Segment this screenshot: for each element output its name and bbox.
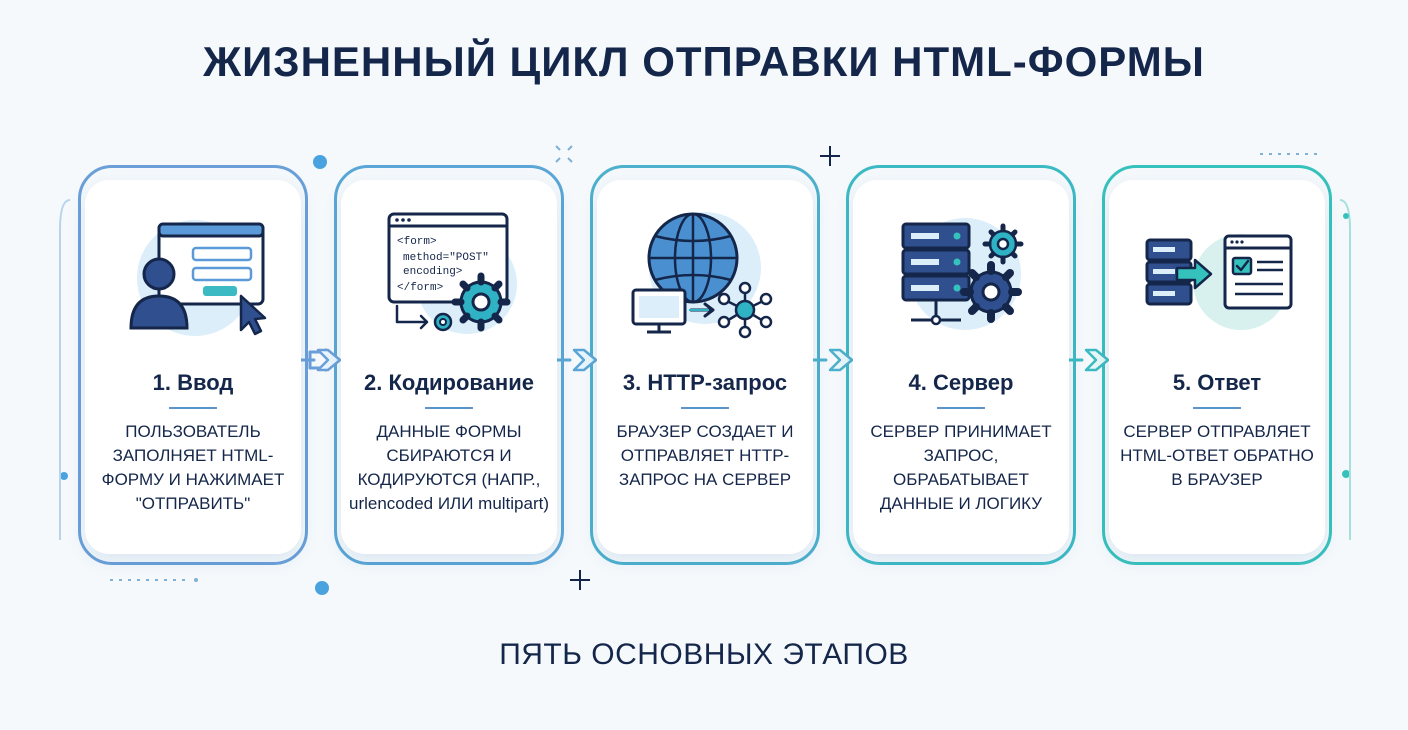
stage-title-5: 5. Ответ <box>1172 370 1262 395</box>
code-line-1: <form> <box>397 236 437 248</box>
stage-card-3: 3. HTTP-запрос БРАУЗЕР СОЗДАЕТ И ОТПРАВЛ… <box>597 180 813 554</box>
code-line-4: </form> <box>397 282 443 294</box>
stage-title-3: 3. HTTP-запрос <box>622 370 788 395</box>
code-gear-icon: <form> method="POST" encoding> </form> <box>387 212 517 334</box>
stage-description-1: ПОЛЬЗОВАТЕЛЬ ЗАПОЛНЯЕТ HTML-ФОРМУ И НАЖИ… <box>101 422 285 513</box>
stage-description-3: БРАУЗЕР СОЗДАЕТ И ОТПРАВЛЯЕТ HTTP-ЗАПРОС… <box>616 422 794 489</box>
user-form-cursor-icon <box>129 220 267 336</box>
arrow-3-4-icon <box>810 348 854 372</box>
stage-description-2: ДАННЫЕ ФОРМЫ СБИРАЮТСЯ И КОДИРУЮТСЯ (НАП… <box>349 422 550 513</box>
stage-divider-5 <box>1193 407 1241 409</box>
arrow-4-5-icon <box>1066 348 1110 372</box>
stage-divider-4 <box>937 407 985 409</box>
stage-card-4: 4. Сервер СЕРВЕР ПРИНИМАЕТ ЗАПРОС, ОБРАБ… <box>853 180 1069 554</box>
stage-card-2: <form> method="POST" encoding> </form> 2… <box>341 180 557 554</box>
stage-card-1: 1. Ввод ПОЛЬЗОВАТЕЛЬ ЗАПОЛНЯЕТ HTML-ФОРМ… <box>85 180 301 554</box>
stage-divider-1 <box>169 407 217 409</box>
page-title: ЖИЗНЕННЫЙ ЦИКЛ ОТПРАВКИ HTML-ФОРМЫ <box>203 38 1205 85</box>
stage-title-2: 2. Кодирование <box>364 370 534 395</box>
stage-card-5: 5. Ответ СЕРВЕР ОТПРАВЛЯЕТ HTML-ОТВЕТ ОБ… <box>1109 180 1325 554</box>
stage-title-4: 4. Сервер <box>908 370 1014 395</box>
globe-network-icon <box>631 212 773 339</box>
stage-description-4: СЕРВЕР ПРИНИМАЕТ ЗАПРОС, ОБРАБАТЫВАЕТ ДА… <box>870 422 1052 513</box>
arrow-2-3-icon <box>554 348 598 372</box>
arrow-1-2-icon <box>298 348 342 372</box>
server-response-browser-icon <box>1145 234 1293 330</box>
stage-divider-3 <box>681 407 729 409</box>
stage-description-5: СЕРВЕР ОТПРАВЛЯЕТ HTML-ОТВЕТ ОБРАТНО В Б… <box>1120 422 1314 489</box>
stage-divider-2 <box>425 407 473 409</box>
stage-title-1: 1. Ввод <box>152 370 234 395</box>
footer-caption: ПЯТЬ ОСНОВНЫХ ЭТАПОВ <box>499 638 909 671</box>
stage-frame-1 <box>78 165 308 565</box>
code-line-2: method="POST" <box>403 252 489 264</box>
server-gears-icon <box>901 218 1024 330</box>
code-line-3: encoding> <box>403 266 462 278</box>
